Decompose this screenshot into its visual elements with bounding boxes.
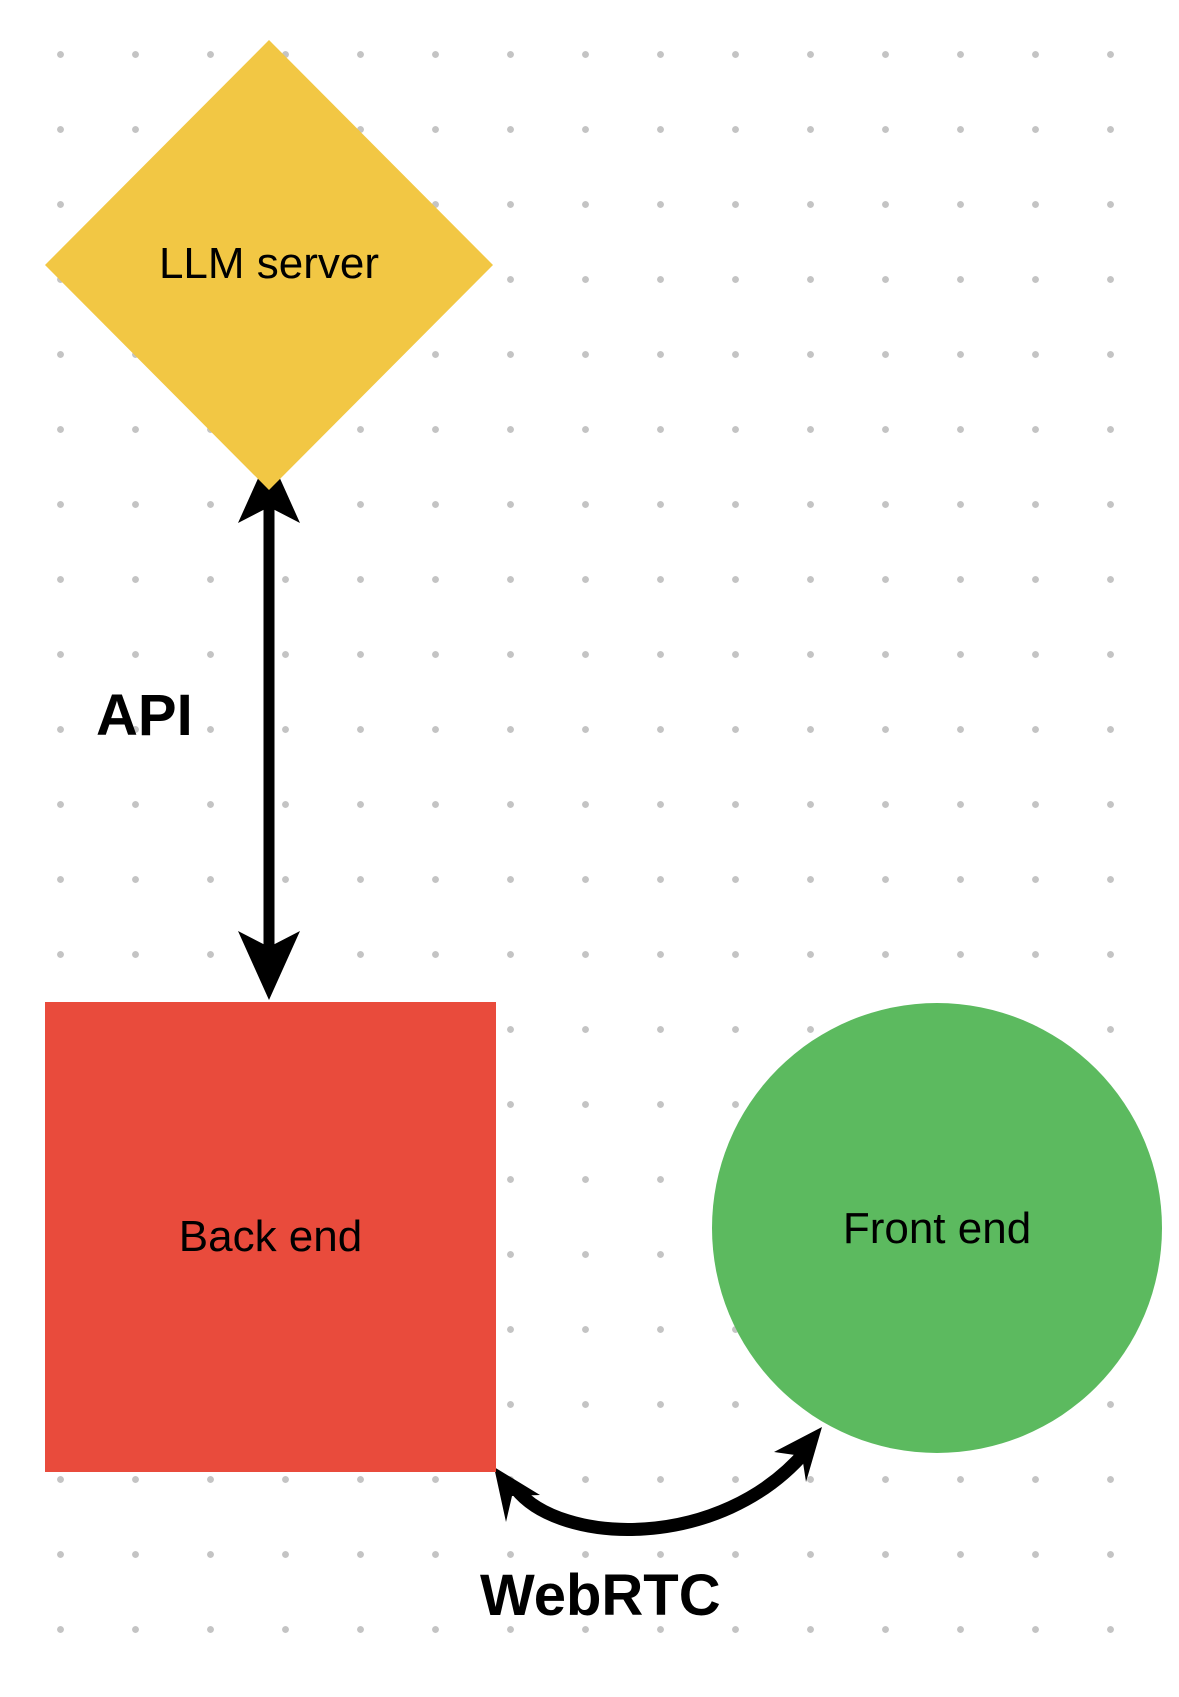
node-front-end[interactable]: Front end	[712, 1003, 1162, 1453]
edge-api[interactable]	[238, 454, 300, 1000]
edge-label-webrtc: WebRTC	[480, 1563, 721, 1628]
node-llm-server[interactable]: LLM server	[45, 40, 493, 490]
edge-webrtc[interactable]	[494, 1427, 822, 1536]
node-back-end[interactable]: Back end	[45, 1002, 496, 1472]
node-label-back-end: Back end	[178, 1212, 363, 1261]
webrtc-edge-curve	[510, 1446, 811, 1536]
node-label-front-end: Front end	[842, 1204, 1032, 1253]
webrtc-arrowhead-left	[494, 1467, 540, 1522]
api-arrowhead-down	[238, 931, 300, 1000]
webrtc-arrowhead-right	[774, 1427, 822, 1482]
edge-label-api: API	[96, 683, 193, 748]
node-label-llm-server: LLM server	[158, 239, 380, 288]
